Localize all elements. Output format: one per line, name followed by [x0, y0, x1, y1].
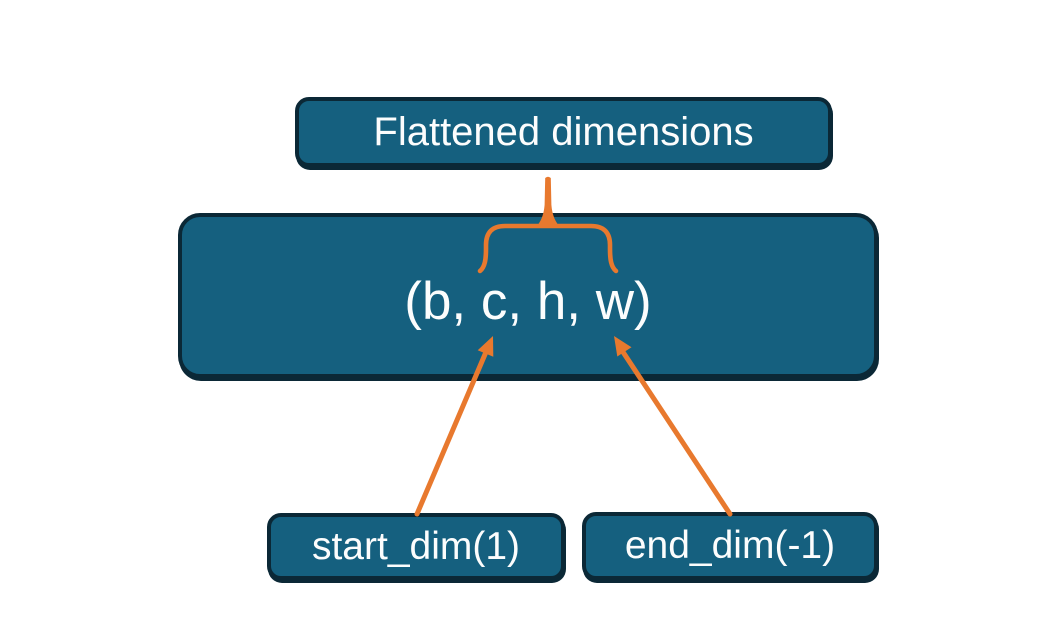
tensor-shape-label: (b, c, h, w)	[404, 272, 652, 331]
flattened-dimensions-label: Flattened dimensions	[373, 109, 754, 154]
flattened-dimensions-box: Flattened dimensions	[295, 97, 832, 167]
start-dim-label: start_dim(1)	[311, 524, 521, 568]
end-dim-box: end_dim(-1)	[582, 512, 878, 580]
tensor-shape-box: (b, c, h, w)	[178, 213, 878, 378]
end-dim-label: end_dim(-1)	[624, 524, 836, 567]
start-dim-box: start_dim(1)	[267, 513, 565, 580]
